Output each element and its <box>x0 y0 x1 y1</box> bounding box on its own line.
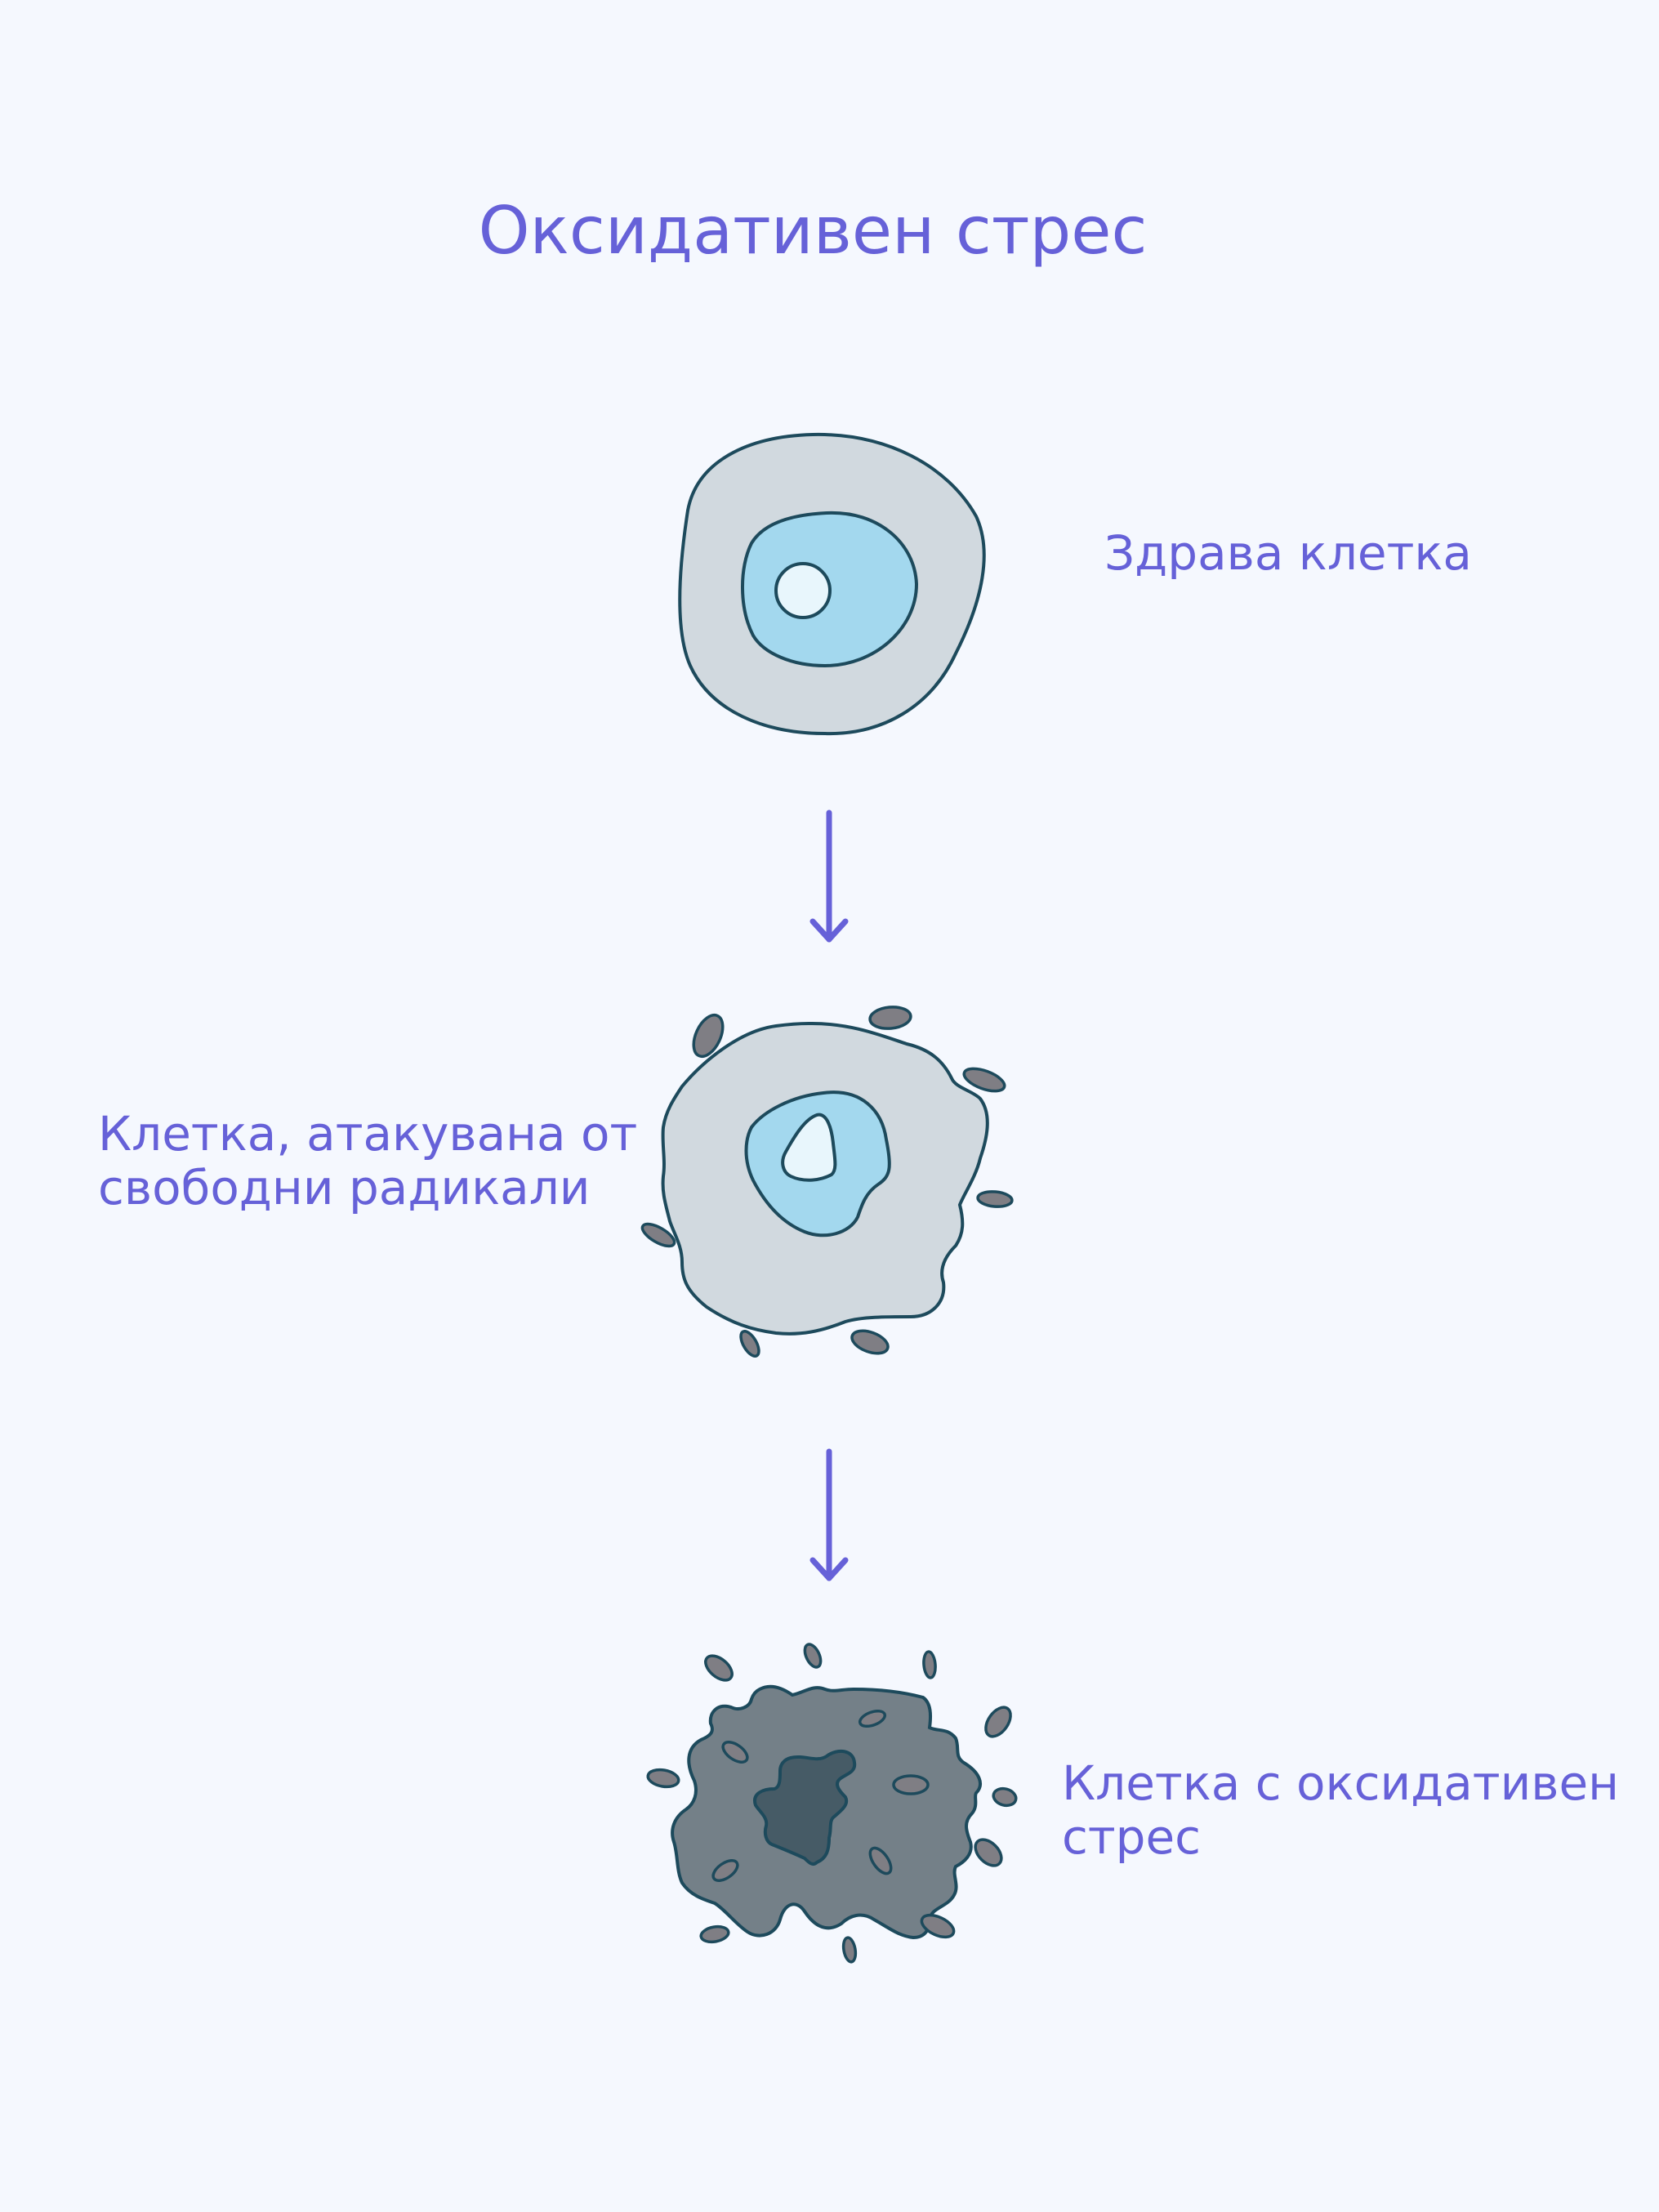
healthy-cell <box>678 432 986 736</box>
free-radical <box>892 1774 930 1795</box>
inner-fragments <box>711 1709 930 1882</box>
free-radical <box>992 1786 1018 1808</box>
free-radical <box>976 1190 1014 1208</box>
free-radical <box>640 1222 676 1248</box>
stressed-cell <box>671 1684 982 1940</box>
healthy-nucleolus <box>774 562 832 619</box>
free-radical <box>868 1006 912 1030</box>
free-radicals-stage-3 <box>646 1643 1018 1964</box>
free-radical <box>868 1846 893 1875</box>
free-radical <box>850 1329 890 1355</box>
arrow-1 <box>809 809 849 943</box>
free-radical <box>803 1643 823 1669</box>
free-radical <box>858 1709 887 1728</box>
free-radical <box>984 1706 1012 1738</box>
attacked-cell <box>661 1021 989 1336</box>
free-radical <box>922 1650 937 1679</box>
free-radical <box>692 1013 725 1059</box>
page-title: Оксидативен стрес <box>478 193 1148 269</box>
free-radicals-stage-2 <box>640 1006 1014 1358</box>
free-radical <box>646 1768 680 1789</box>
stressed-cell-label: Клетка с оксидативен стрес <box>1062 1755 1620 1865</box>
attacked-nucleolus <box>781 1113 837 1182</box>
arrow-2 <box>809 1448 849 1581</box>
free-radical <box>962 1067 1006 1093</box>
stressed-nucleus <box>753 1749 857 1866</box>
free-radical <box>711 1859 739 1882</box>
free-radical <box>699 1924 730 1944</box>
free-radical <box>739 1329 760 1358</box>
attacked-cell-label: Клетка, атакувана от свободни радикали <box>98 1106 638 1215</box>
free-radical <box>841 1936 858 1964</box>
free-radical <box>704 1654 734 1682</box>
healthy-cell-label: Здрава клетка <box>1104 525 1472 581</box>
free-radical <box>920 1913 956 1939</box>
free-radical <box>721 1741 749 1764</box>
free-radical <box>974 1838 1003 1867</box>
